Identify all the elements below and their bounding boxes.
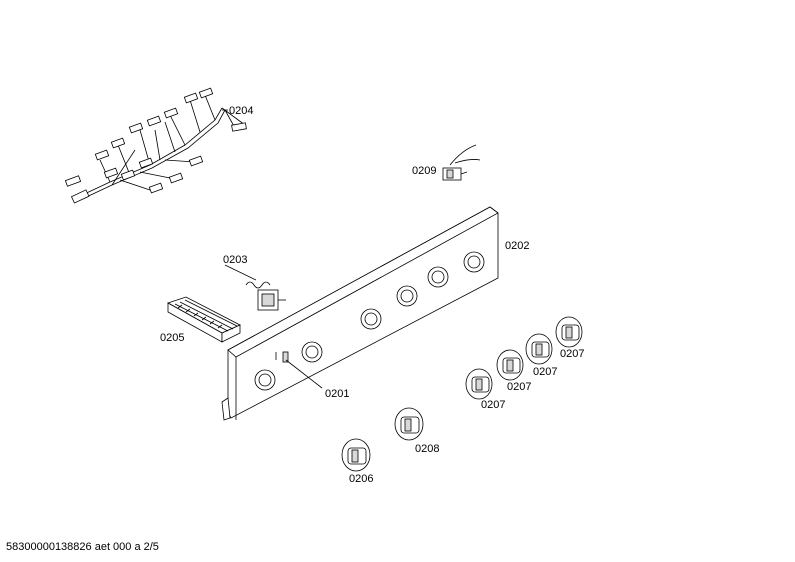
label-0203: 0203 (223, 254, 247, 266)
label-0201: 0201 (325, 388, 349, 400)
label-0207-a: 0207 (481, 399, 505, 411)
knob-0206 (341, 438, 371, 472)
knob-0207-a (465, 368, 493, 400)
knob-0207-b (496, 349, 524, 381)
label-0207-d: 0207 (560, 348, 584, 360)
panel-knob-openings (254, 251, 485, 391)
label-0206: 0206 (349, 473, 373, 485)
knob-0208 (394, 407, 424, 441)
label-0204: 0204 (229, 105, 253, 117)
knob-0207-d (555, 316, 583, 348)
terminal-block (167, 296, 241, 343)
label-0207-b: 0207 (507, 381, 531, 393)
document-id: 58300000138826 aet 000 a 2/5 (6, 541, 159, 553)
knob-0207-c (525, 333, 553, 365)
label-0208: 0208 (415, 443, 439, 455)
label-0207-c: 0207 (533, 366, 557, 378)
control-panel (221, 206, 499, 421)
label-0205: 0205 (160, 332, 184, 344)
label-0209: 0209 (412, 165, 436, 177)
micro-switch (442, 144, 481, 181)
wiring-harness (64, 87, 247, 204)
thermostat-switch (224, 264, 286, 311)
label-0202: 0202 (505, 240, 529, 252)
